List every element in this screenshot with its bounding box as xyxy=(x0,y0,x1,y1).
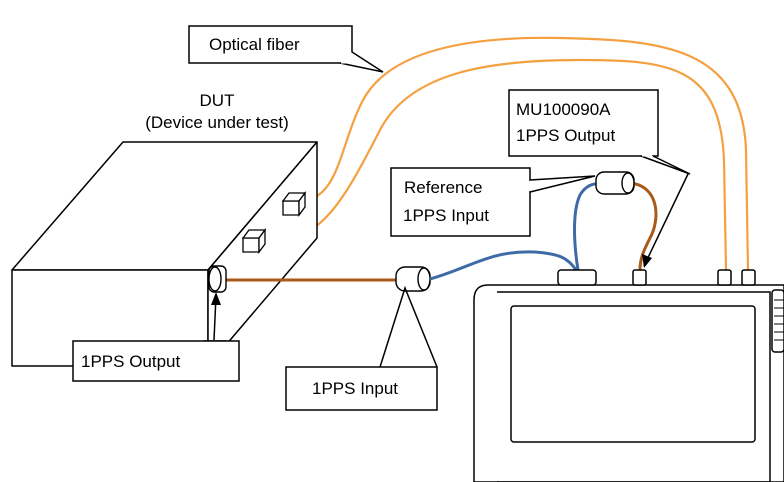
mu-output-pointer-arrow xyxy=(643,173,689,267)
optical-fiber-cables xyxy=(261,36,750,271)
dut-subtitle: (Device under test) xyxy=(145,113,289,132)
inline-bnc-connector xyxy=(395,266,431,292)
instrument-input-connector xyxy=(557,269,597,286)
mu100090a-label-line2: 1PPS Output xyxy=(516,126,616,145)
coax-cable-mu-output xyxy=(629,181,658,271)
1pps-input-callout: 1PPS Input xyxy=(285,285,438,411)
reference-input-label-line2: 1PPS Input xyxy=(403,206,489,225)
coax-cable-input-to-instrument xyxy=(429,250,578,281)
instrument-optical-port-2 xyxy=(741,269,756,286)
dut-optical-port-upper xyxy=(281,191,307,217)
dut-1pps-output-connector xyxy=(208,265,227,293)
reference-1pps-input-callout: Reference 1PPS Input xyxy=(390,167,596,237)
dut-optical-port-lower xyxy=(241,228,267,254)
optical-fiber-lower xyxy=(261,58,728,271)
reference-bnc-connector xyxy=(595,171,635,195)
instrument-screen[interactable] xyxy=(510,305,756,443)
dut-device xyxy=(11,141,318,367)
instrument-optical-port-1 xyxy=(717,269,732,286)
dut-1pps-output-callout: 1PPS Output xyxy=(72,292,240,382)
instrument-side-vent-slots xyxy=(774,299,784,341)
mu100090a-label-line1: MU100090A xyxy=(516,100,611,119)
optical-fiber-callout: Optical fiber xyxy=(188,25,384,73)
coax-cable-reference xyxy=(573,182,601,271)
optical-fiber-upper xyxy=(295,36,750,271)
instrument-mu100090a-output-port xyxy=(632,269,647,286)
dut-title: DUT xyxy=(200,91,235,110)
instrument-inner-bezel xyxy=(497,291,771,482)
optical-fiber-label: Optical fiber xyxy=(209,35,300,54)
reference-input-label-line1: Reference xyxy=(404,178,482,197)
mu100090a-output-callout: MU100090A 1PPS Output xyxy=(508,89,691,268)
test-instrument xyxy=(473,269,784,482)
1pps-input-label: 1PPS Input xyxy=(312,379,398,398)
dut-1pps-output-label: 1PPS Output xyxy=(81,352,181,371)
instrument-side-vent xyxy=(771,289,784,353)
